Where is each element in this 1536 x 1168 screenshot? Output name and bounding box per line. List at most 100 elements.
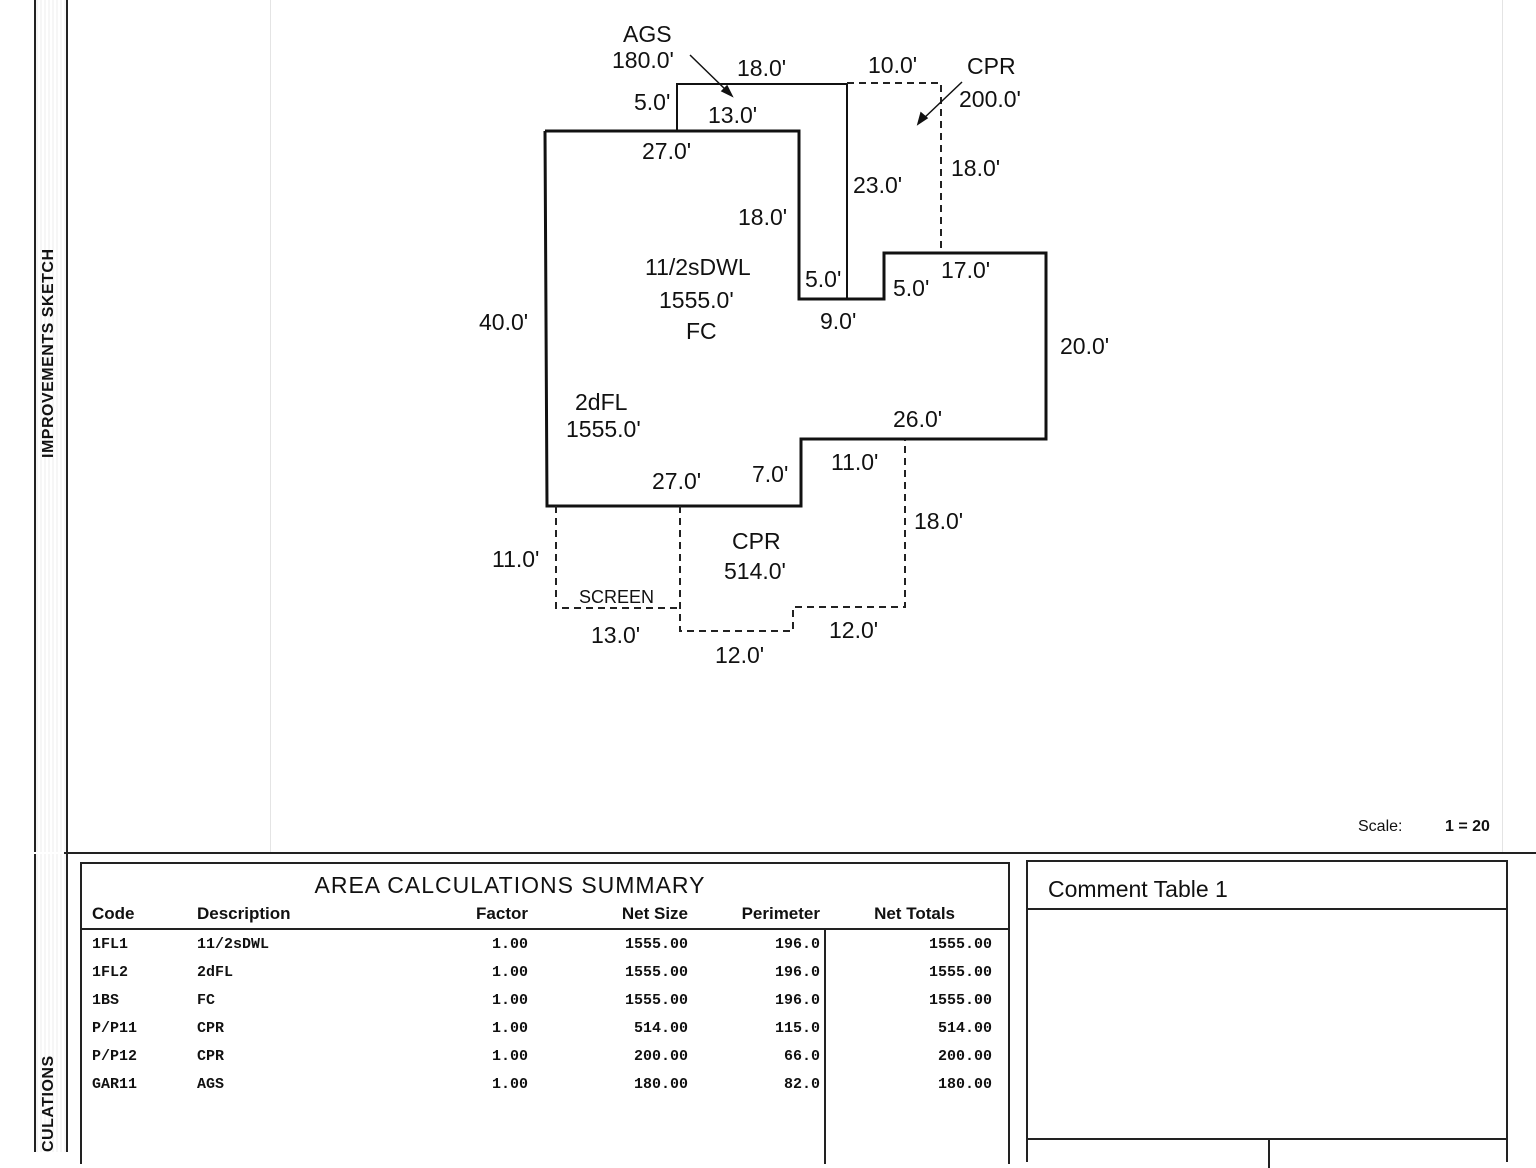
comment-bottom-rule <box>1028 1138 1506 1140</box>
cell-net-total: 514.00 <box>937 1020 992 1037</box>
header-perimeter: Perimeter <box>741 904 820 923</box>
comment-column-divider <box>1268 1138 1270 1168</box>
sketch-side-strip <box>34 0 68 852</box>
dim-ags-inner: 13.0' <box>708 102 757 128</box>
calculations-side-label: CULATIONS <box>40 1055 57 1152</box>
cell-factor: 1.00 <box>491 936 528 953</box>
dim-notch-left: 18.0' <box>738 204 787 230</box>
cell-description: CPR <box>197 1020 225 1037</box>
cell-factor: 1.00 <box>491 1020 528 1037</box>
ags-leader <box>689 54 729 93</box>
dim-cpr-top-width: 10.0' <box>868 52 917 78</box>
table-row: 1FL1 11/2sDWL 1.00 1555.00 196.0 1555.00 <box>82 936 1008 964</box>
totals-column-rule <box>824 928 826 1164</box>
header-net-totals: Net Totals <box>874 904 955 923</box>
cell-net-total: 1555.00 <box>928 992 992 1009</box>
cpr-top-outline <box>847 82 942 253</box>
scale-label: Scale: <box>1358 818 1403 835</box>
header-description: Description <box>197 904 291 923</box>
cell-code: 1FL1 <box>92 936 129 953</box>
cpr-bottom-outline <box>679 440 906 632</box>
dim-cpr-b-bottom-right: 12.0' <box>829 617 878 643</box>
table-row: P/P11 CPR 1.00 514.00 115.0 514.00 <box>82 1020 1008 1048</box>
cell-net-size: 180.00 <box>633 1076 688 1093</box>
section-divider <box>64 852 1536 854</box>
cell-perimeter: 66.0 <box>783 1048 820 1065</box>
cell-code: 1BS <box>92 992 120 1009</box>
ags-outline-path <box>676 83 848 299</box>
ags-arrowhead <box>720 84 734 98</box>
main-area-label: 1555.0' <box>659 287 734 313</box>
dim-cpr-b-bottom-mid: 12.0' <box>715 642 764 668</box>
cell-perimeter: 196.0 <box>774 992 820 1009</box>
dashed-outlines <box>555 82 942 632</box>
cell-factor: 1.00 <box>491 1076 528 1093</box>
dim-ags-left: 5.0' <box>634 89 670 115</box>
main-dwelling-outline <box>543 129 1048 508</box>
dim-bottom-right: 26.0' <box>893 406 942 432</box>
header-factor: Factor <box>476 904 528 923</box>
ags-code-label: AGS <box>623 21 672 47</box>
area-calculations-table: AREA CALCULATIONS SUMMARY Code Descripti… <box>80 862 1010 1164</box>
comment-table: Comment Table 1 <box>1026 860 1508 1168</box>
second-code-label: 2dFL <box>575 389 628 415</box>
cell-factor: 1.00 <box>491 964 528 981</box>
cell-perimeter: 196.0 <box>774 936 820 953</box>
cell-net-size: 514.00 <box>633 1020 688 1037</box>
cell-perimeter: 82.0 <box>783 1076 820 1093</box>
cell-description: AGS <box>197 1076 225 1093</box>
cell-perimeter: 196.0 <box>774 964 820 981</box>
cpr-top-code-label: CPR <box>967 53 1016 79</box>
cpr-arrowhead <box>916 111 929 126</box>
screen-label: SCREEN <box>579 587 654 607</box>
screen-outline <box>555 506 680 609</box>
cell-description: CPR <box>197 1048 225 1065</box>
dim-ags-top: 18.0' <box>737 55 786 81</box>
second-area-label: 1555.0' <box>566 416 641 442</box>
comment-title-rule <box>1028 908 1506 910</box>
comment-table-title: Comment Table 1 <box>1048 876 1228 902</box>
cell-description: 11/2sDWL <box>197 936 270 953</box>
header-net-size: Net Size <box>621 904 688 923</box>
table-row: 1BS FC 1.00 1555.00 196.0 1555.00 <box>82 992 1008 1020</box>
header-rule <box>82 928 1008 930</box>
cell-net-size: 1555.00 <box>624 964 688 981</box>
scan-line <box>1502 0 1503 852</box>
table-row: 1FL2 2dFL 1.00 1555.00 196.0 1555.00 <box>82 964 1008 992</box>
cell-net-total: 180.00 <box>937 1076 992 1093</box>
cell-net-size: 200.00 <box>633 1048 688 1065</box>
leader-arrows <box>689 54 963 126</box>
dim-bottom-step: 7.0' <box>752 461 788 487</box>
cell-net-total: 1555.00 <box>928 936 992 953</box>
dim-screen-left: 11.0' <box>492 546 539 572</box>
cell-perimeter: 115.0 <box>774 1020 820 1037</box>
cell-net-size: 1555.00 <box>624 992 688 1009</box>
cell-description: FC <box>197 992 216 1009</box>
improvements-sketch: AGS 180.0' CPR 200.0' 11/2sDWL 1555.0' F… <box>479 21 1109 668</box>
dim-notch-bottom-left: 5.0' <box>805 266 841 292</box>
cell-description: 2dFL <box>197 964 234 981</box>
dim-cpr-b-top: 11.0' <box>831 449 878 475</box>
dim-left-side: 40.0' <box>479 309 528 335</box>
cell-code: 1FL2 <box>92 964 129 981</box>
scale-value: 1 = 20 <box>1445 818 1490 835</box>
dim-notch-bottom-step: 5.0' <box>893 275 929 301</box>
cpr-bottom-code-label: CPR <box>732 528 781 554</box>
cpr-leader <box>921 81 963 121</box>
dim-main-top: 27.0' <box>642 138 691 164</box>
cell-code: P/P12 <box>92 1048 138 1065</box>
table-row: GAR11 AGS 1.00 180.00 82.0 180.00 <box>82 1076 1008 1104</box>
main-code-label: 11/2sDWL <box>645 254 751 280</box>
cpr-top-area-label: 200.0' <box>959 86 1021 112</box>
dim-right-top: 17.0' <box>941 257 990 283</box>
cell-net-total: 200.00 <box>937 1048 992 1065</box>
dim-cpr-b-right: 18.0' <box>914 508 963 534</box>
scan-line <box>270 0 271 852</box>
area-table-title: AREA CALCULATIONS SUMMARY <box>314 872 706 898</box>
ags-area-label: 180.0' <box>612 47 674 73</box>
cpr-bottom-area-label: 514.0' <box>724 558 786 584</box>
table-row: P/P12 CPR 1.00 200.00 66.0 200.00 <box>82 1048 1008 1076</box>
cell-net-size: 1555.00 <box>624 936 688 953</box>
ags-outline <box>676 83 848 299</box>
dwelling-outline-path <box>543 129 1048 508</box>
